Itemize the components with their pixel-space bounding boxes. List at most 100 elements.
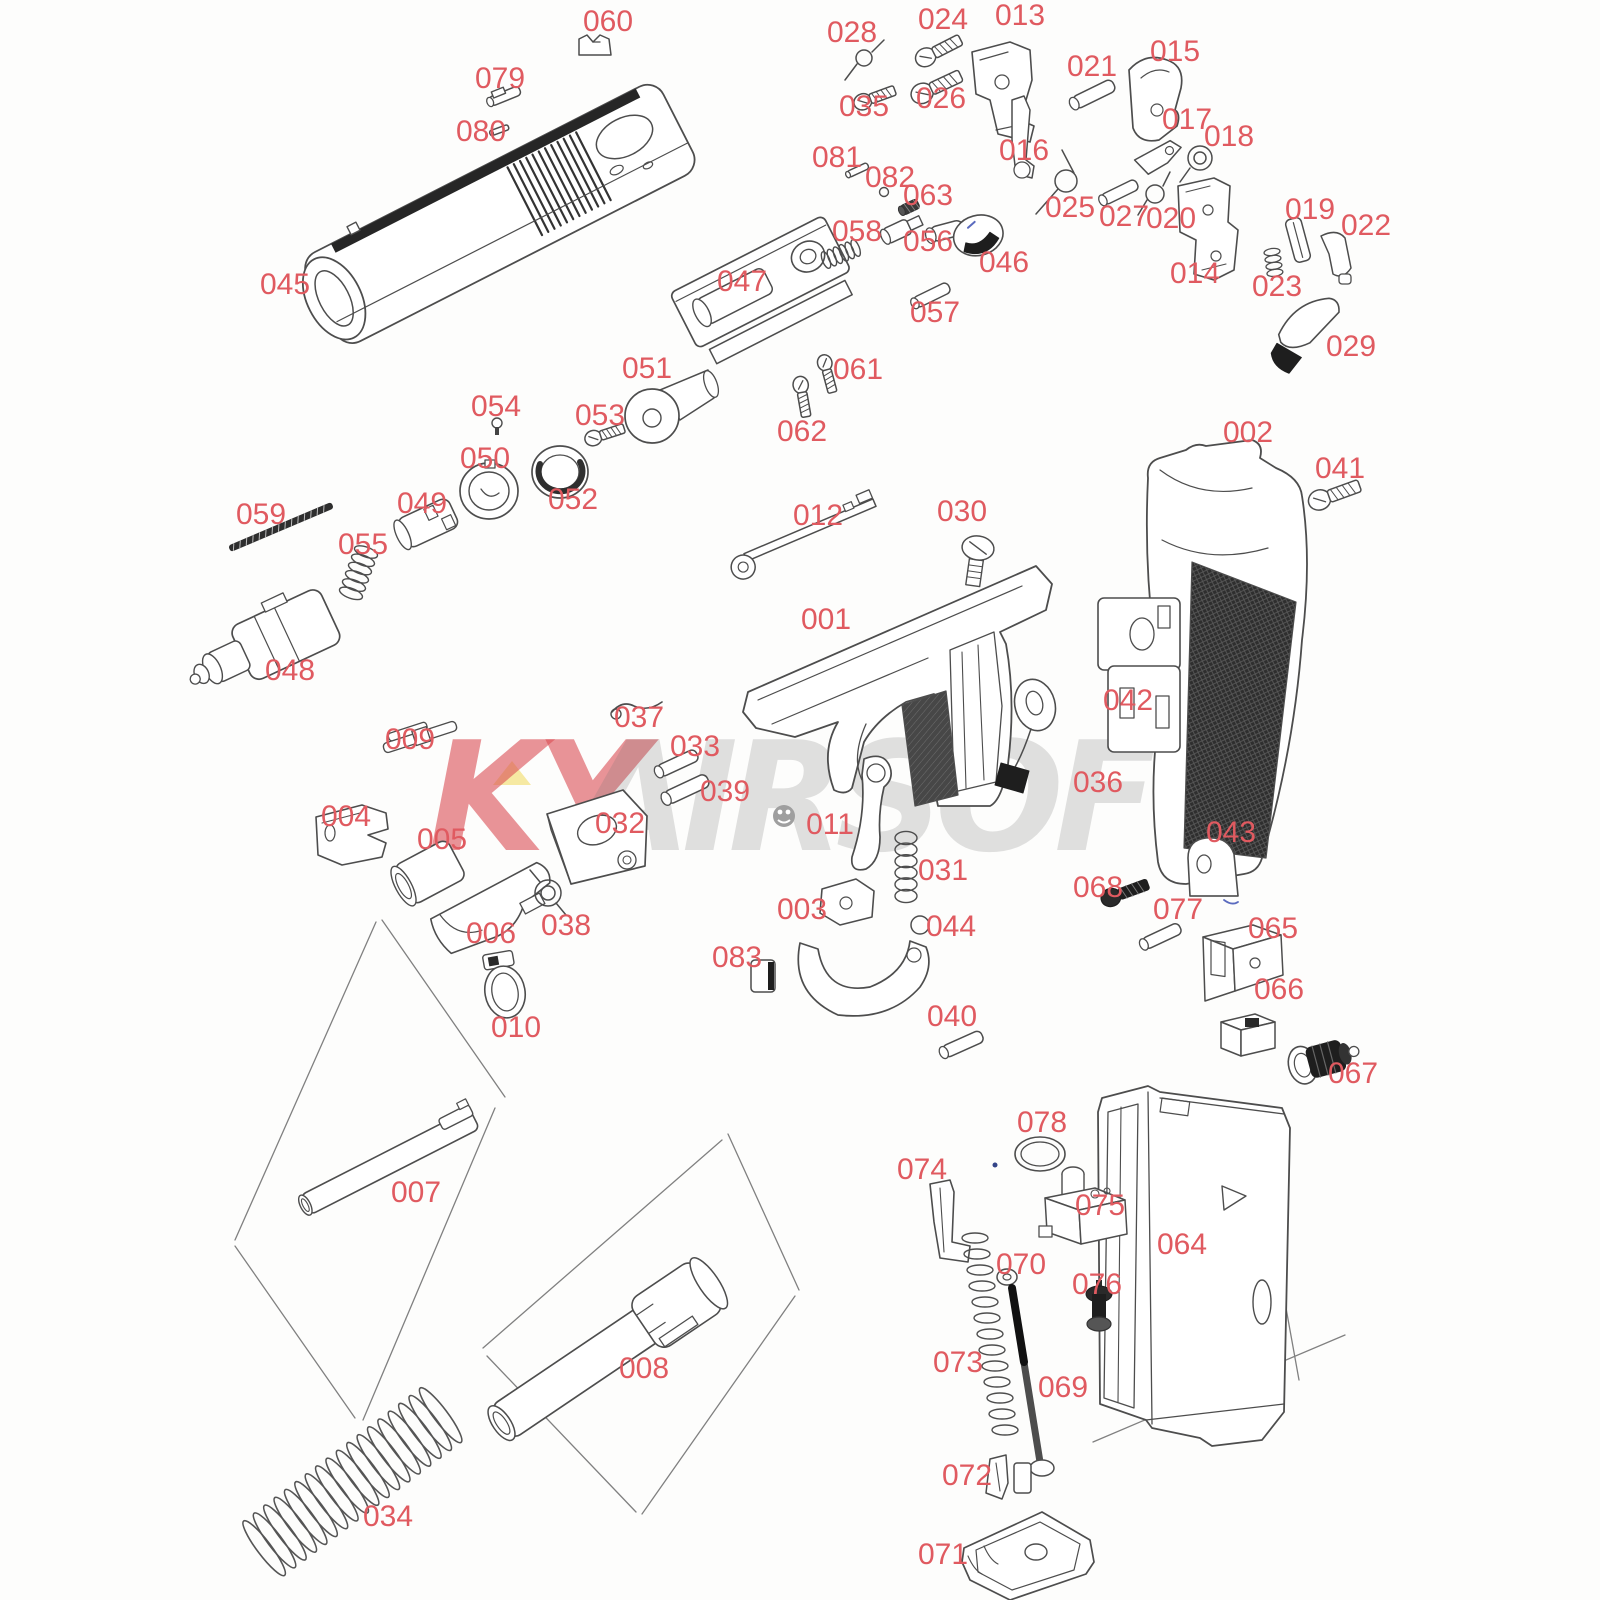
part-label-040: 040 [926, 1000, 978, 1033]
part-label-047: 047 [716, 265, 768, 298]
part-label-026: 026 [915, 82, 967, 115]
part-label-061: 061 [832, 353, 884, 386]
part-064-magazine [1098, 1086, 1290, 1446]
part-label-028: 028 [826, 16, 878, 49]
part-label-009: 009 [384, 723, 436, 756]
part-010-clamp-ring [478, 949, 529, 1021]
part-006-barrel-clamp-shell [428, 860, 563, 961]
part-label-007: 007 [390, 1176, 442, 1209]
part-082-ball [880, 188, 889, 197]
part-008-outer-barrel [477, 1253, 734, 1453]
part-075-valve-block [1039, 1167, 1127, 1244]
part-007-inner-barrel [291, 1099, 481, 1217]
part-label-035: 035 [838, 90, 890, 123]
part-label-065: 065 [1247, 912, 1299, 945]
part-label-076: 076 [1071, 1268, 1123, 1301]
part-046-safety-knob [924, 210, 1008, 268]
part-073-magazine-spring [962, 1233, 1018, 1435]
part-label-018: 018 [1203, 120, 1255, 153]
part-label-058: 058 [831, 215, 883, 248]
part-074-follower [930, 1180, 970, 1262]
part-label-064: 064 [1156, 1228, 1208, 1261]
part-071-base-plate [962, 1512, 1094, 1600]
part-label-031: 031 [917, 854, 969, 887]
part-label-081: 081 [811, 141, 863, 174]
part-042-heel-bracket [1098, 598, 1180, 752]
part-label-048: 048 [264, 654, 316, 687]
part-045-slide [284, 71, 701, 355]
part-label-005: 005 [416, 823, 468, 856]
part-label-043: 043 [1205, 816, 1257, 849]
part-label-013: 013 [994, 0, 1046, 32]
part-079-pin [484, 84, 523, 109]
part-074-detent-ball [992, 1162, 998, 1168]
part-label-045: 045 [259, 268, 311, 301]
part-label-068: 068 [1072, 871, 1124, 904]
part-017-lever [1133, 138, 1186, 177]
part-label-029: 029 [1325, 330, 1377, 363]
watermark-triangle-icon [493, 761, 531, 785]
part-label-037: 037 [613, 701, 665, 734]
part-label-025: 025 [1044, 191, 1096, 224]
part-036-hammer-strut [995, 675, 1061, 793]
part-label-073: 073 [932, 1346, 984, 1379]
part-label-042: 042 [1102, 684, 1154, 717]
part-label-004: 004 [320, 800, 372, 833]
part-label-074: 074 [896, 1153, 948, 1186]
part-005-barrel-sleeve [386, 838, 467, 909]
part-034-recoil-spring [238, 1384, 467, 1580]
part-020-spring [1138, 172, 1170, 215]
part-001-frame [743, 566, 1052, 806]
part-label-006: 006 [465, 917, 517, 950]
part-label-032: 032 [594, 807, 646, 840]
part-022-lever [1321, 232, 1351, 284]
part-019-plate [1285, 217, 1312, 264]
part-label-083: 083 [711, 941, 763, 974]
part-label-054: 054 [470, 390, 522, 423]
part-label-014: 014 [1169, 257, 1221, 290]
part-label-044: 044 [925, 910, 977, 943]
part-069-rod [1012, 1288, 1054, 1476]
part-label-036: 036 [1072, 766, 1124, 799]
part-label-010: 010 [490, 1011, 542, 1044]
part-label-027: 027 [1098, 200, 1150, 233]
part-label-002: 002 [1222, 416, 1274, 449]
part-018-spring [1180, 146, 1212, 182]
part-label-024: 024 [917, 3, 969, 36]
part-label-046: 046 [978, 246, 1030, 279]
part-003-trigger-guard [798, 879, 929, 1016]
part-063-screw [897, 199, 920, 217]
part-016-sear [1012, 96, 1034, 178]
part-030-screw [957, 534, 996, 588]
part-078-o-ring [1015, 1137, 1065, 1171]
part-label-071: 071 [917, 1538, 969, 1571]
part-048-loading-nozzle [173, 579, 343, 707]
part-label-039: 039 [699, 775, 751, 808]
part-label-021: 021 [1066, 50, 1118, 83]
part-052-bearing-ring [532, 446, 588, 498]
part-label-023: 023 [1251, 270, 1303, 303]
part-049-piston [390, 497, 460, 552]
part-label-078: 078 [1016, 1106, 1068, 1139]
part-label-059: 059 [235, 498, 287, 531]
part-label-051: 051 [621, 352, 673, 385]
part-label-011: 011 [806, 808, 854, 841]
part-label-020: 020 [1145, 202, 1197, 235]
part-label-019: 019 [1284, 193, 1336, 226]
part-label-075: 075 [1074, 1189, 1126, 1222]
part-label-034: 034 [362, 1500, 414, 1533]
part-066-block [1221, 1014, 1275, 1056]
part-label-033: 033 [669, 730, 721, 763]
part-label-055: 055 [337, 528, 389, 561]
part-label-056: 056 [902, 225, 954, 258]
part-label-030: 030 [936, 495, 988, 528]
part-label-012: 012 [792, 499, 844, 532]
part-037-wire-spring [611, 702, 662, 719]
part-028-spring [845, 40, 884, 80]
part-label-067: 067 [1327, 1057, 1379, 1090]
part-072-latch [986, 1455, 1031, 1499]
part-059-spring-rod [229, 502, 333, 552]
